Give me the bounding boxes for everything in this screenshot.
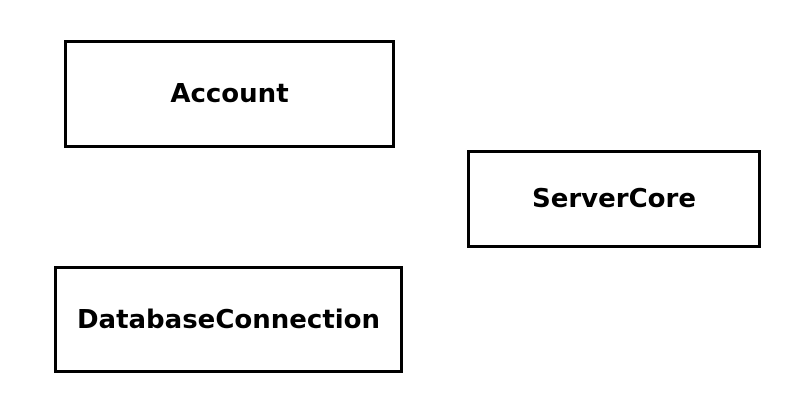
class-label-account: Account [170,79,289,109]
class-label-databaseconnection: DatabaseConnection [76,304,381,335]
class-label-servercore: ServerCore [532,184,696,214]
class-box-servercore[interactable]: ServerCore [467,150,761,248]
class-box-account[interactable]: Account [64,40,395,148]
class-box-databaseconnection[interactable]: DatabaseConnection [54,266,403,373]
